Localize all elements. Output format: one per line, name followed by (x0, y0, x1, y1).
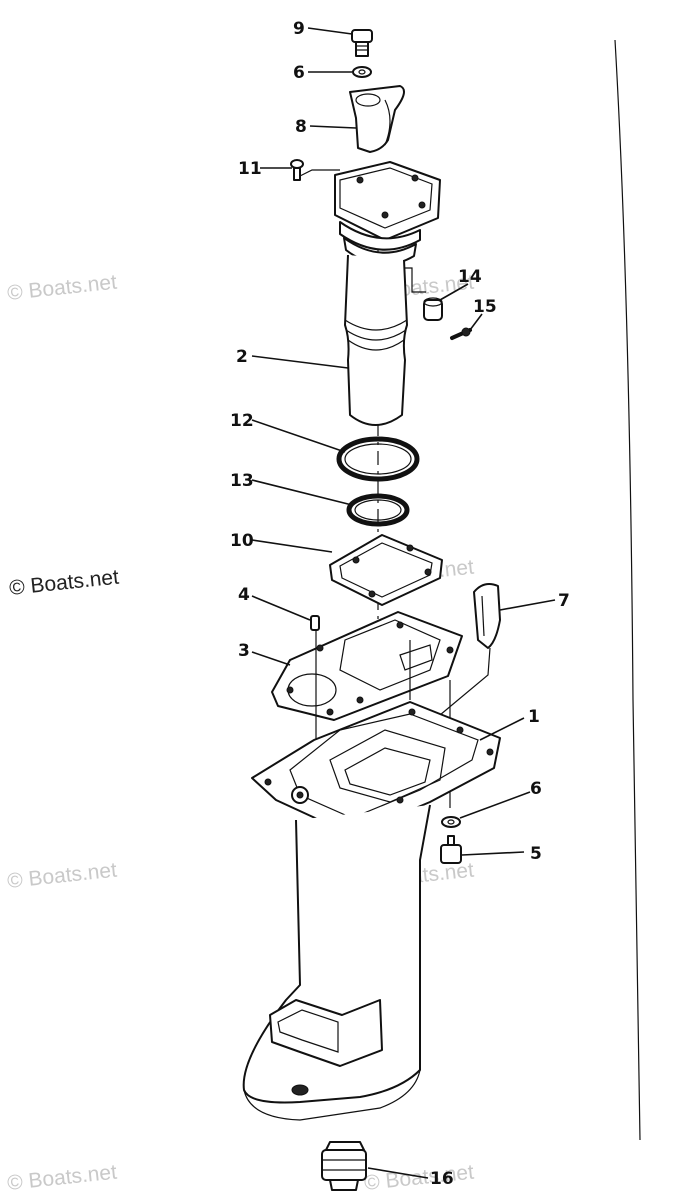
callout-13: 13 (230, 471, 254, 491)
part-13-ring (346, 493, 410, 527)
watermark-text: © Boats.net (6, 1161, 118, 1195)
callout-12: 12 (230, 411, 254, 431)
watermark-text: © Boats.net (363, 1161, 475, 1195)
callout-14: 14 (458, 267, 482, 287)
callout-5: 5 (530, 844, 542, 864)
callout-9: 9 (293, 19, 305, 39)
callout-7: 7 (558, 591, 570, 611)
callout-labels: 9 6 8 11 14 15 2 12 13 10 4 7 3 1 6 5 16 (230, 19, 570, 1189)
watermark-text: © Boats.net (8, 566, 120, 600)
part-6-washer (352, 66, 372, 78)
leader-lines (251, 27, 556, 1179)
callout-15: 15 (473, 297, 497, 317)
callout-2: 2 (236, 347, 248, 367)
part-15-pin (450, 327, 472, 340)
part-3-gasket (271, 611, 463, 721)
part-11-screw (290, 159, 340, 181)
callout-6: 6 (293, 63, 305, 83)
scan-edge-line (614, 39, 641, 1141)
part-10-gasket (329, 534, 443, 606)
callout-16: 16 (430, 1169, 454, 1189)
part-12-ring (336, 436, 420, 482)
callout-1: 1 (528, 707, 540, 727)
part-8-bracket (349, 85, 405, 153)
watermark-text: © Boats.net (6, 859, 118, 893)
part-2-exhaust-housing (334, 161, 441, 426)
part-7-cover (439, 583, 501, 716)
part-4-dowel-pin (310, 615, 320, 631)
callout-3: 3 (238, 641, 250, 661)
part-9-screw (351, 29, 373, 57)
part-14-grommet (423, 297, 443, 321)
part-1-driveshaft-housing (242, 701, 501, 1121)
part-5-screw (440, 835, 462, 864)
callout-4: 4 (238, 585, 250, 605)
callout-10: 10 (230, 531, 254, 551)
callout-8: 8 (295, 117, 307, 137)
part-16-plug (321, 1141, 367, 1191)
part-6-washer-lower (441, 816, 461, 828)
watermark-text: © Boats.net (6, 271, 118, 305)
callout-11: 11 (238, 159, 262, 179)
callout-6-lower: 6 (530, 779, 542, 799)
